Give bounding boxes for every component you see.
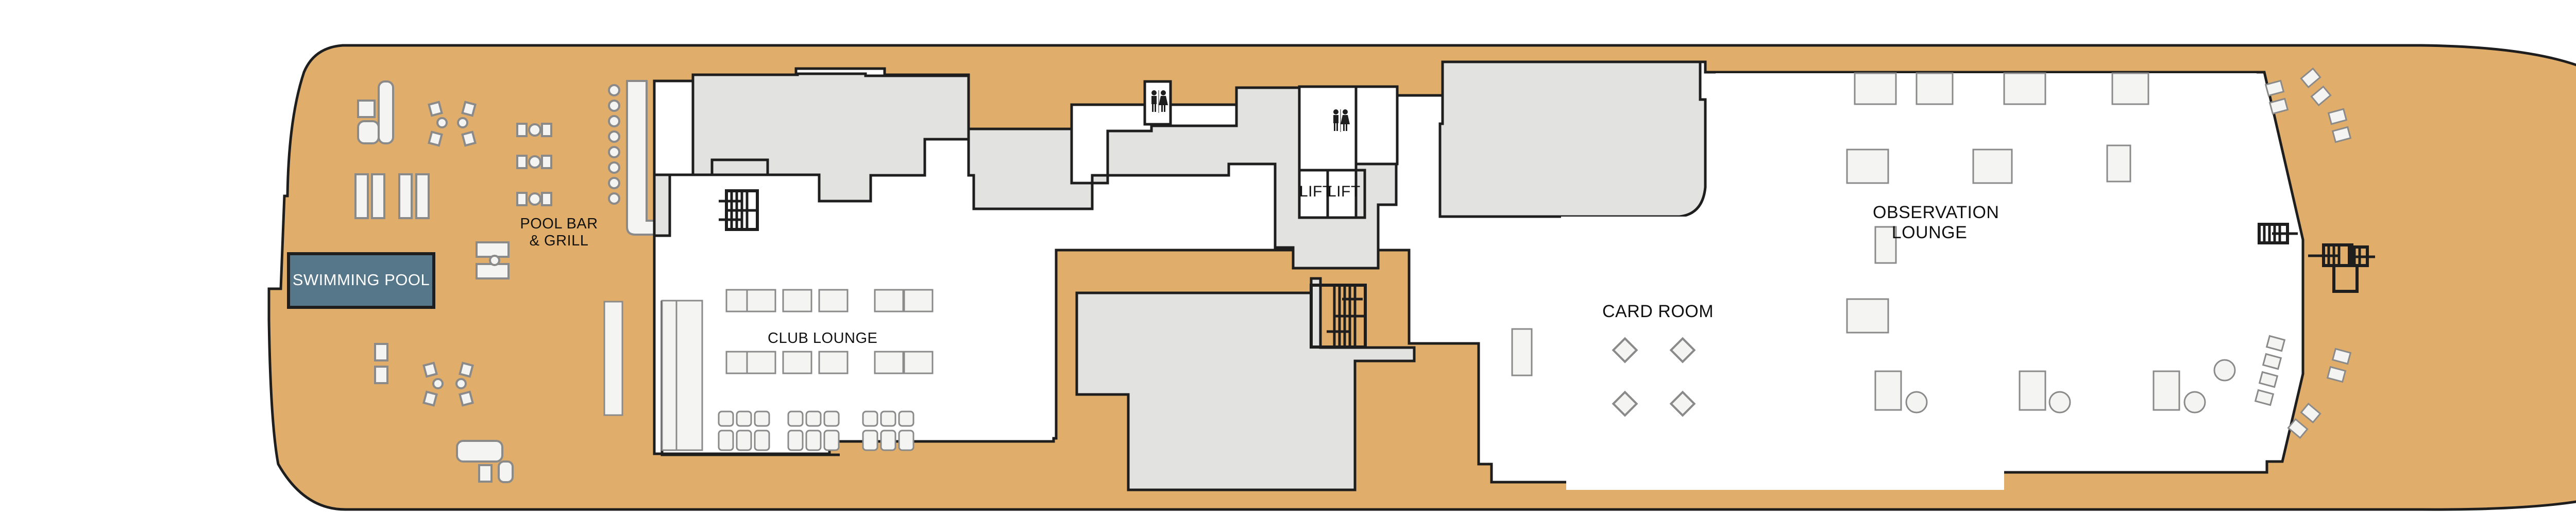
swimming-pool[interactable] xyxy=(287,252,435,309)
pool-bar-label-line1: POOL BAR xyxy=(520,216,598,232)
pool-bar-label-line2: & GRILL xyxy=(529,233,589,250)
observation-lounge-label-line1: OBSERVATION xyxy=(1873,203,1999,222)
observation-lounge-label: OBSERVATION LOUNGE xyxy=(1873,203,1999,243)
bar-stools xyxy=(608,84,620,205)
lift-1-label[interactable]: LIFT xyxy=(1299,183,1332,200)
lift-shaft-side xyxy=(1354,169,1366,219)
stairs-icon xyxy=(2258,223,2298,244)
observation-lounge[interactable] xyxy=(1561,73,2287,490)
stairs-icon xyxy=(2308,243,2375,293)
aft-deck-furniture xyxy=(354,80,552,483)
restroom-icon xyxy=(1151,90,1168,113)
observation-lounge-label-line2: LOUNGE xyxy=(1891,223,1968,243)
club-lounge-furniture xyxy=(603,289,934,451)
restroom-midship[interactable] xyxy=(1298,85,1358,172)
service-block-forward xyxy=(1438,60,1707,218)
swimming-pool-label: SWIMMING POOL xyxy=(292,271,430,289)
service-block-midship-lower xyxy=(1075,277,1416,491)
stairs-icon xyxy=(1310,284,1367,349)
card-room-furniture xyxy=(1511,328,1696,417)
stairs-icon xyxy=(719,189,759,231)
forward-deck-loungers xyxy=(2254,67,2352,439)
service-block-mid xyxy=(967,86,1398,270)
card-room-label: CARD ROOM xyxy=(1602,302,1714,321)
lift-lobby-side xyxy=(1354,85,1399,166)
lift-2-label[interactable]: LIFT xyxy=(1328,183,1361,200)
observation-lounge-furniture xyxy=(1846,72,2236,414)
club-lounge-label: CLUB LOUNGE xyxy=(768,330,878,347)
restroom-icon xyxy=(1333,109,1350,132)
pool-bar-label: POOL BAR & GRILL xyxy=(518,216,600,250)
service-strip xyxy=(710,158,769,176)
service-block-aft xyxy=(653,72,970,237)
